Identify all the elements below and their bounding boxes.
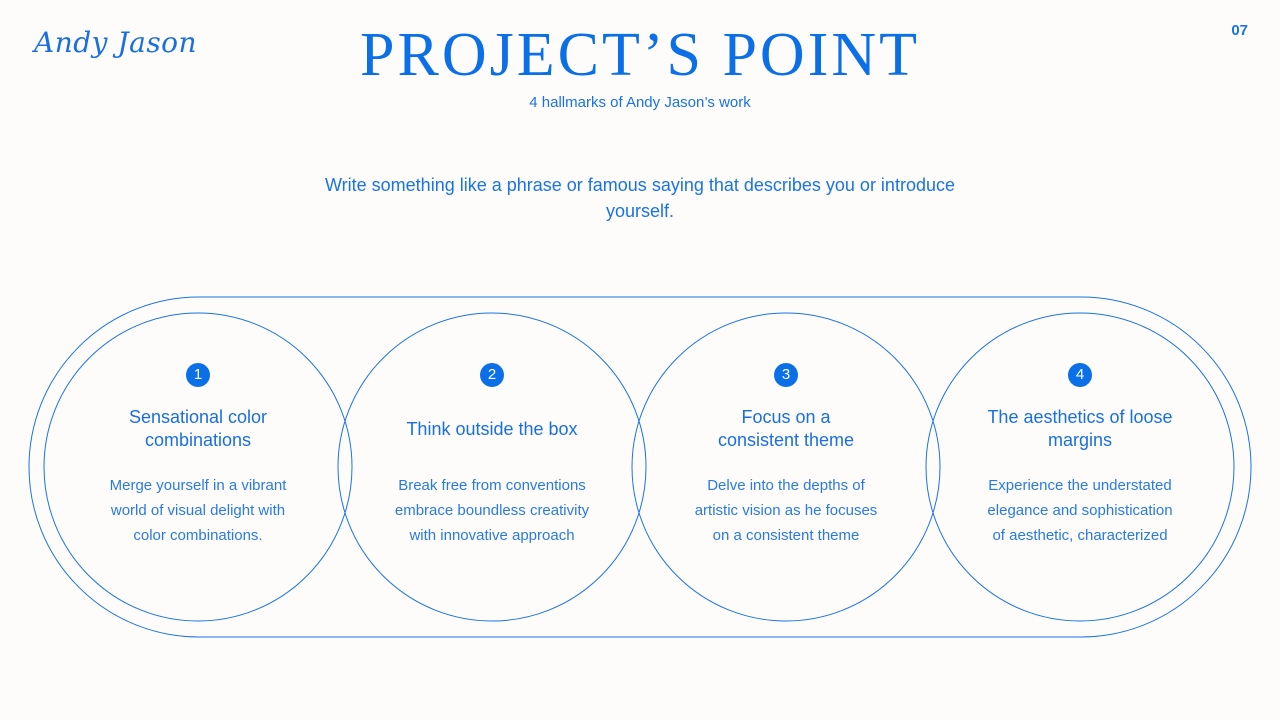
point-number-badge: 4 <box>1068 363 1092 387</box>
point-heading-text: Focus on a consistent theme <box>717 407 855 450</box>
point-description: Merge yourself in a vibrant world of vis… <box>109 477 287 544</box>
point-number-badge: 3 <box>774 363 798 387</box>
page-title: PROJECT’S POINT <box>359 21 920 89</box>
point-heading: The aesthetics of loose margins <box>950 405 1210 453</box>
point-description: Experience the understated elegance and … <box>987 477 1173 544</box>
point-heading: Think outside the box <box>362 405 622 453</box>
point-heading-text: Sensational color combinations <box>128 407 268 450</box>
brand-signature: Andy Jason <box>34 26 198 59</box>
point-heading: Focus on a consistent theme <box>656 405 916 453</box>
point-description: Delve into the depths of artistic vision… <box>694 477 878 544</box>
intro-quote: Write something like a phrase or famous … <box>325 175 955 221</box>
point-card-3: 3 Focus on a consistent theme Delve into… <box>632 313 940 621</box>
point-description: Break free from conventions embrace boun… <box>394 477 590 544</box>
page-number: 07 <box>1231 22 1248 39</box>
point-heading-text: The aesthetics of loose margins <box>987 407 1173 450</box>
point-card-1: 1 Sensational color combinations Merge y… <box>44 313 352 621</box>
point-card-4: 4 The aesthetics of loose margins Experi… <box>926 313 1234 621</box>
page-subtitle: 4 hallmarks of Andy Jason’s work <box>529 94 751 111</box>
point-card-2: 2 Think outside the box Break free from … <box>338 313 646 621</box>
point-heading: Sensational color combinations <box>68 405 328 453</box>
point-number-badge: 2 <box>480 363 504 387</box>
point-heading-text: Think outside the box <box>406 418 578 439</box>
point-number-badge: 1 <box>186 363 210 387</box>
